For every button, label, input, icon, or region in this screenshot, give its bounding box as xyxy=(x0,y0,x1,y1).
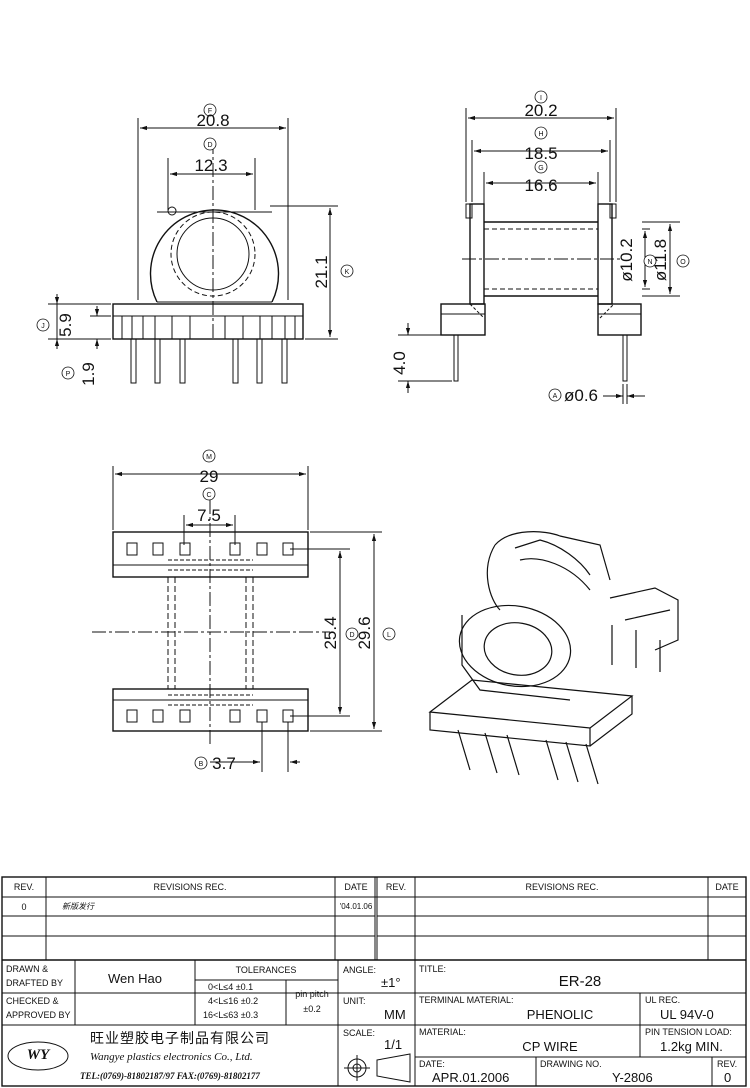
angle-value: ±1° xyxy=(381,975,401,990)
checked-label: CHECKED & xyxy=(6,996,59,1006)
pin-tension-label: PIN TENSION LOAD: xyxy=(645,1027,732,1037)
dim-I-value: 20.2 xyxy=(524,101,557,120)
balloon-A: A xyxy=(553,393,558,400)
dim-K-value: 21.1 xyxy=(312,255,331,288)
balloon-N: N xyxy=(647,259,652,266)
company-logo: WY xyxy=(26,1047,50,1063)
company-name-cn: 旺业塑胶电子制品有限公司 xyxy=(90,1030,270,1046)
balloon-H: H xyxy=(538,131,543,138)
balloon-C: C xyxy=(206,492,211,499)
balloon-B: B xyxy=(199,761,204,768)
scale-value: 1/1 xyxy=(384,1037,403,1052)
material-label: MATERIAL: xyxy=(419,1027,466,1037)
title-value: ER-28 xyxy=(558,973,602,990)
dim-D-value: 12.3 xyxy=(194,156,227,175)
date-label: DATE: xyxy=(419,1059,445,1069)
unit-value: MM xyxy=(384,1007,406,1022)
balloon-J: J xyxy=(41,323,45,330)
angle-label: ANGLE: xyxy=(343,965,377,975)
front-view xyxy=(48,118,338,384)
balloon-L: L xyxy=(387,632,391,639)
tolerances-label: TOLERANCES xyxy=(235,965,297,975)
tolerance-row-1: 0<L≤4 ±0.1 xyxy=(208,982,254,992)
tolerance-row-3: 16<L≤63 ±0.3 xyxy=(203,1010,259,1020)
revision-row-rec: 新版发行 xyxy=(62,902,94,911)
material-value: CP WIRE xyxy=(522,1039,578,1054)
terminal-material-label: TERMINAL MATERIAL: xyxy=(419,995,514,1005)
dim-J-value: 5.9 xyxy=(56,313,75,337)
ul-value: UL 94V-0 xyxy=(660,1007,714,1022)
rev-header-right: REV. xyxy=(385,882,407,892)
drawn-value: Wen Hao xyxy=(108,971,162,986)
drawing-no-value: Y-2806 xyxy=(612,1070,653,1085)
dim-O-value: ø11.8 xyxy=(651,239,670,281)
dim-B-value: 3.7 xyxy=(212,754,236,773)
balloon-D: D xyxy=(207,142,212,149)
rev-header-left: REV. xyxy=(13,882,35,892)
date-header-right: DATE xyxy=(715,882,739,892)
approved-label: APPROVED BY xyxy=(6,1010,71,1020)
balloon-I: I xyxy=(540,95,542,102)
bottom-view xyxy=(92,466,382,772)
pin-pitch-label: pin pitch xyxy=(295,989,329,999)
date-value: APR.01.2006 xyxy=(432,1070,510,1085)
revisions-header-left: REVISIONS REC. xyxy=(153,882,227,892)
company-name-en: Wangye plastics electronics Co., Ltd. xyxy=(90,1051,253,1063)
tolerance-row-2: 4<L≤16 ±0.2 xyxy=(208,996,259,1006)
dim-L-value: 29.6 xyxy=(355,616,374,649)
revision-row-date: '04.01.06 xyxy=(339,902,373,911)
pin-pitch-value: ±0.2 xyxy=(303,1004,321,1014)
rev-value: 0 xyxy=(724,1070,732,1085)
dim-pin-length-value: 4.0 xyxy=(390,351,409,375)
dim-H-value: 18.5 xyxy=(524,144,557,163)
dim-A-value: ø0.6 xyxy=(564,386,598,405)
title-block-grid xyxy=(1,876,747,1087)
pin-tension-value: 1.2kg MIN. xyxy=(660,1039,723,1054)
title-label: TITLE: xyxy=(419,964,447,974)
drafted-label: DRAFTED BY xyxy=(6,978,64,988)
balloon-F: F xyxy=(208,108,212,115)
balloon-K: K xyxy=(345,269,350,276)
isometric-view xyxy=(428,531,679,785)
dim-G-value: 16.6 xyxy=(524,176,557,195)
dim-C-value: 7.5 xyxy=(197,506,221,525)
balloon-O: O xyxy=(680,259,686,266)
side-view xyxy=(398,108,680,404)
dim-M-value: 29 xyxy=(200,467,219,486)
dim-D2-value: 25.4 xyxy=(321,616,340,649)
drawing-no-label: DRAWING NO. xyxy=(540,1059,602,1069)
balloon-P: P xyxy=(66,371,71,378)
dim-N-value: ø10.2 xyxy=(617,238,636,281)
company-contact: TEL:(0769)-81802187/97 FAX:(0769)-818021… xyxy=(80,1071,260,1081)
dim-F-value: 20.8 xyxy=(196,111,229,130)
rev-label: REV. xyxy=(717,1059,738,1069)
scale-label: SCALE: xyxy=(343,1028,376,1038)
dim-P-value: 1.9 xyxy=(79,362,98,386)
revision-row-rev: 0 xyxy=(21,902,27,912)
drawn-label: DRAWN & xyxy=(6,964,49,974)
balloon-M: M xyxy=(206,454,212,461)
ul-label: UL REC. xyxy=(645,995,681,1005)
revisions-header-right: REVISIONS REC. xyxy=(525,882,599,892)
terminal-material-value: PHENOLIC xyxy=(526,1007,594,1022)
balloon-D2: D xyxy=(349,632,354,639)
unit-label: UNIT: xyxy=(343,996,366,1006)
date-header-left: DATE xyxy=(344,882,368,892)
balloon-G: G xyxy=(538,165,543,172)
